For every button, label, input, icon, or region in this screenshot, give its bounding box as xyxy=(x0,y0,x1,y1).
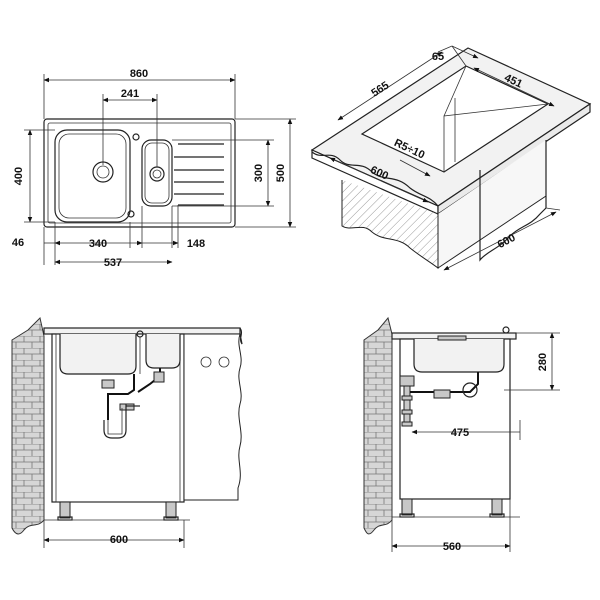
main-bowl xyxy=(54,129,131,223)
sink-outline xyxy=(43,118,236,228)
overflow-icon xyxy=(127,210,135,218)
dim-bowl-offset: 241 xyxy=(121,88,139,100)
dim-bowl-height: 280 xyxy=(537,353,549,371)
dim-bowl-span: 537 xyxy=(104,257,122,269)
sink-inner-rim xyxy=(47,122,232,224)
dim-side-cabinet-depth: 560 xyxy=(443,541,461,553)
tap-hole-icon xyxy=(132,133,140,141)
brick-wall-right xyxy=(363,316,393,535)
dim-width-total: 860 xyxy=(130,68,148,80)
brick-wall-left xyxy=(11,317,45,535)
main-bowl-inner xyxy=(58,133,127,219)
dim-length: 565 xyxy=(369,79,391,99)
small-drain-icon xyxy=(149,166,165,182)
side-trap xyxy=(399,372,479,427)
siphon-pipes xyxy=(101,330,165,439)
dim-height-total: 500 xyxy=(275,164,287,182)
drainer-grooves xyxy=(174,143,224,206)
dim-small-bowl-width: 148 xyxy=(187,238,205,250)
top-view: 860 241 400 300 500 46 340 148 xyxy=(12,68,296,269)
dim-bowl-width: 340 xyxy=(89,238,107,250)
dim-drain-offset: 475 xyxy=(451,427,469,439)
dim-height-right-inner: 300 xyxy=(253,164,265,182)
front-section: 600 xyxy=(11,317,243,548)
dim-front-cabinet-width: 600 xyxy=(110,534,128,546)
iso-view: 65 565 451 R5÷10 600 600 xyxy=(310,45,592,271)
dim-cabinet-depth: 600 xyxy=(496,232,518,251)
dim-left-margin: 46 xyxy=(12,237,24,249)
side-section: 280 475 560 xyxy=(363,316,560,553)
dim-height-left: 400 xyxy=(13,167,25,185)
